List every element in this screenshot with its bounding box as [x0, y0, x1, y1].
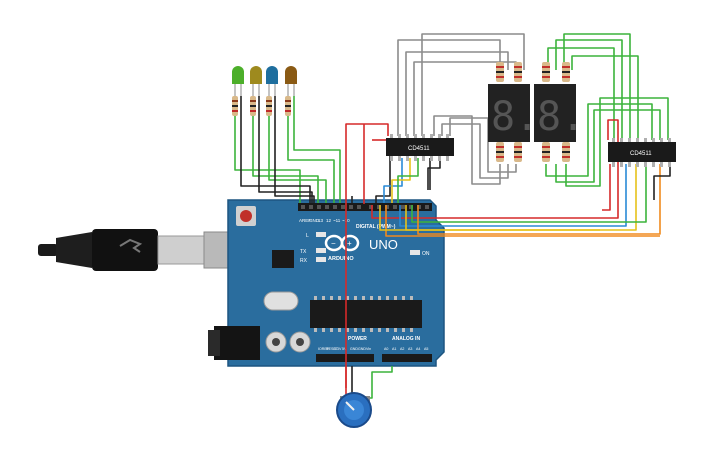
chip-label: CD4511 — [408, 146, 430, 152]
svg-text:+: + — [347, 239, 352, 248]
usb-icon — [119, 238, 143, 253]
aref-label: AREF — [299, 218, 311, 223]
display-resistors[interactable] — [496, 62, 570, 162]
led-olive[interactable] — [250, 66, 262, 96]
power-pin-ioref: IOREF — [318, 347, 330, 351]
power-header-label: POWER — [348, 336, 367, 342]
display-digit: 8. — [491, 94, 539, 140]
wires[interactable] — [234, 33, 671, 404]
pin12-label: 12 — [326, 218, 332, 223]
power-pin-5v: 5V — [342, 347, 347, 351]
power-pin-vin: Vin — [366, 347, 371, 351]
gnd-label: GND — [309, 218, 320, 223]
led-green[interactable] — [232, 66, 244, 96]
pin11-label: ~11 — [333, 218, 341, 223]
svg-text:−: − — [331, 239, 336, 248]
resistor[interactable] — [514, 142, 522, 162]
resistor[interactable] — [514, 62, 522, 82]
resistor[interactable] — [496, 62, 504, 82]
analog-pin-a0: A0 — [384, 347, 388, 351]
cd4511-left-chip[interactable]: CD4511 — [386, 134, 454, 161]
led-blue[interactable] — [266, 66, 278, 96]
l-label: L — [306, 233, 309, 239]
rx-label: RX — [300, 258, 308, 264]
resistor[interactable] — [542, 142, 550, 162]
pin13-label: 13 — [318, 218, 324, 223]
arduino-uno-board[interactable]: L TX RX − + UNO ARDUINO ON AREF GND 13 1… — [208, 199, 445, 367]
resistor[interactable] — [250, 96, 256, 116]
resistor[interactable] — [285, 96, 291, 116]
analog-pin-a2: A2 — [400, 347, 404, 351]
power-pin-reset: RESET — [326, 347, 339, 351]
potentiometer-icon[interactable] — [336, 392, 372, 428]
board-name: UNO — [369, 237, 398, 252]
resistor[interactable] — [232, 96, 238, 116]
resistor[interactable] — [562, 142, 570, 162]
power-header — [316, 354, 374, 362]
digital-header-label: DIGITAL (PWM~) — [356, 224, 396, 230]
chip-label: CD4511 — [630, 151, 652, 157]
display-digit: 8. — [537, 94, 585, 140]
cd4511-right-chip[interactable]: CD4511 — [608, 138, 676, 167]
arduino-infinity-logo: − + — [324, 234, 360, 252]
analog-pin-a3: A3 — [408, 347, 412, 351]
power-jack[interactable] — [214, 326, 260, 360]
on-label: ON — [422, 251, 430, 257]
resistor[interactable] — [266, 96, 272, 116]
led-group[interactable] — [232, 66, 297, 116]
usb-cable[interactable] — [38, 229, 239, 271]
analog-pin-a5: A5 — [424, 347, 428, 351]
resistor[interactable] — [562, 62, 570, 82]
analog-pin-a4: A4 — [416, 347, 420, 351]
analog-pin-a1: A1 — [392, 347, 396, 351]
seven-segment-right[interactable]: 8. — [534, 84, 585, 142]
brand-label: ARDUINO — [328, 256, 354, 262]
resistor[interactable] — [542, 62, 550, 82]
power-pin-gnd2: GND — [358, 347, 366, 351]
tx-label: TX — [300, 249, 307, 255]
digital-header — [298, 203, 432, 211]
analog-header — [382, 354, 432, 362]
atmega-chip — [310, 300, 422, 328]
seven-segment-left[interactable]: 8. — [488, 84, 539, 142]
power-pin-3v3: 3.3V — [334, 347, 342, 351]
power-pin-gnd1: GND — [350, 347, 358, 351]
led-brown[interactable] — [285, 66, 297, 96]
analog-header-label: ANALOG IN — [392, 336, 420, 342]
resistor[interactable] — [496, 142, 504, 162]
